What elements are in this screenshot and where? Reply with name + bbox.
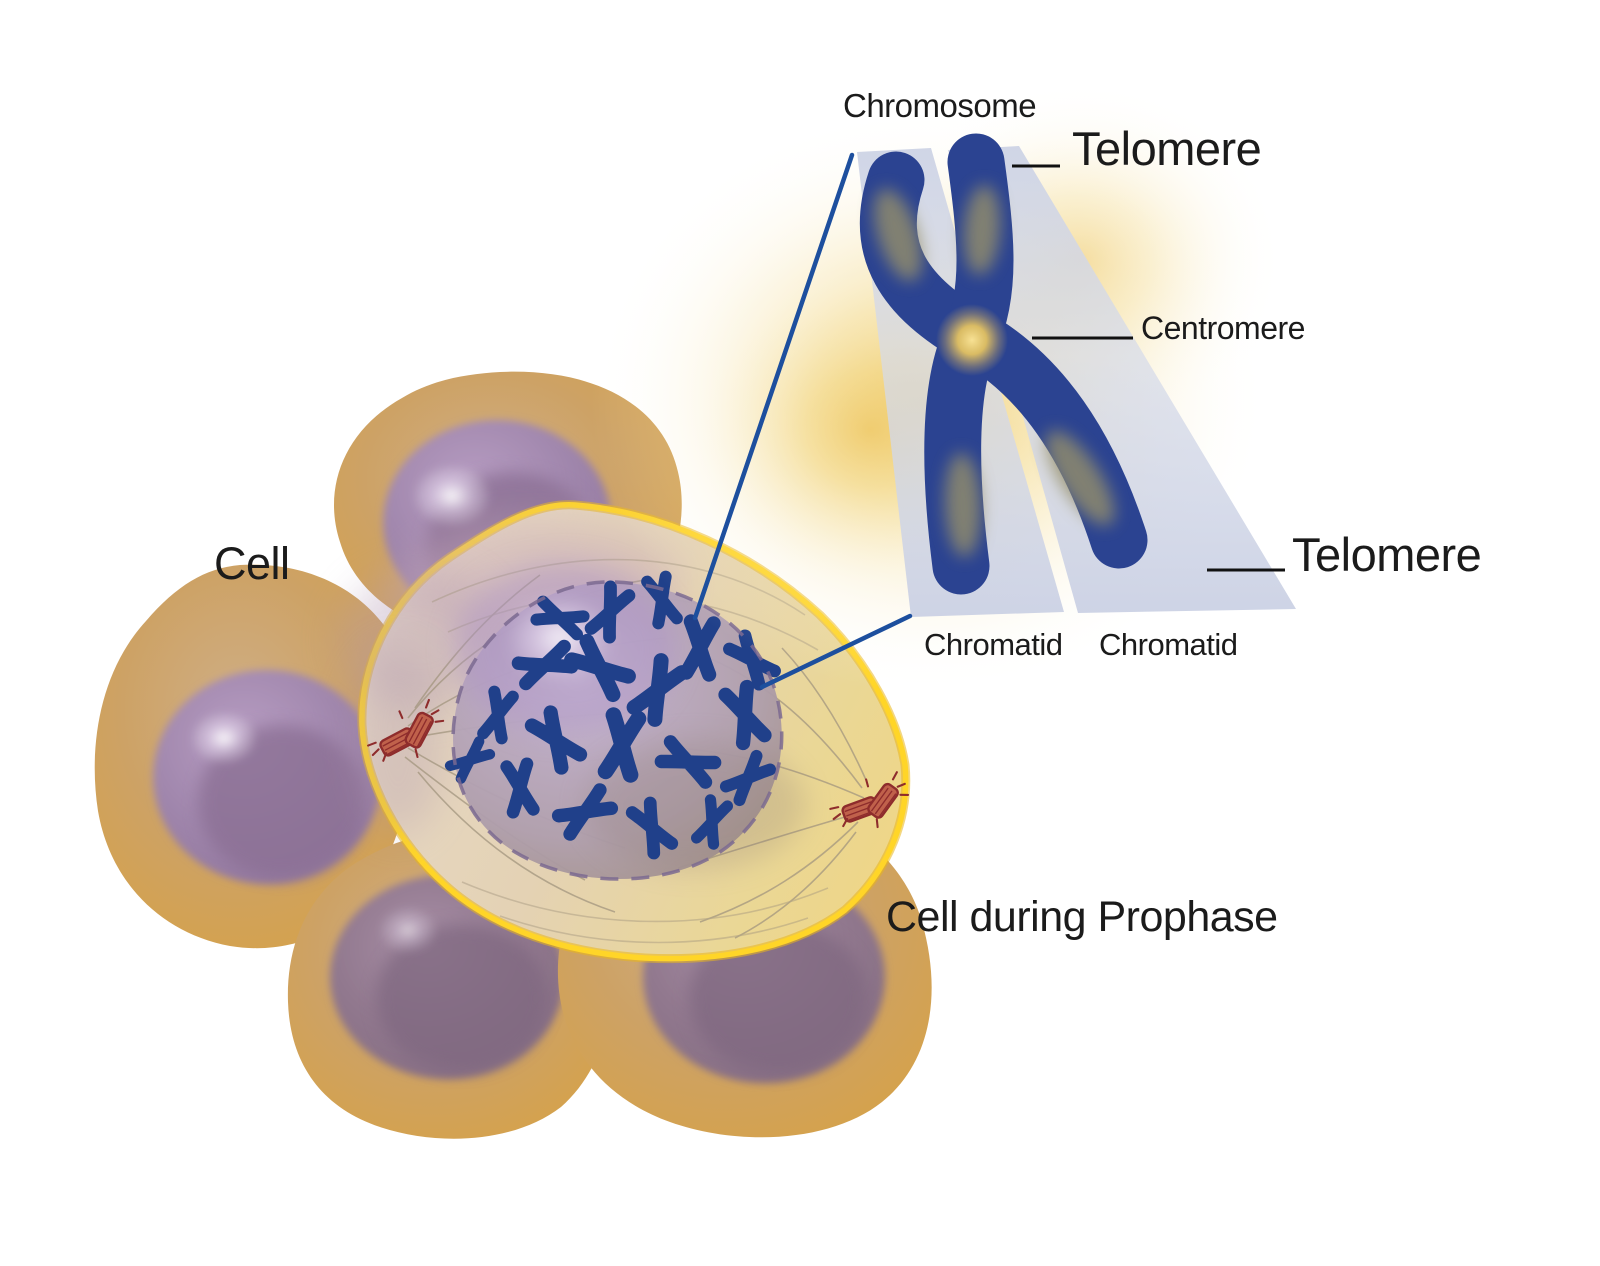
chromatid-label-left: Chromatid (924, 627, 1063, 662)
cell-during-prophase-label: Cell during Prophase (886, 893, 1278, 941)
cell-label: Cell (214, 538, 290, 589)
prophase-cell (340, 500, 913, 964)
zoom-callout-lines (692, 152, 913, 690)
telomere-label-bottom: Telomere (1292, 528, 1482, 581)
telomere-label-top: Telomere (1072, 122, 1262, 175)
nuclear-envelope-dashed (451, 580, 784, 881)
centromere-label: Centromere (1141, 310, 1305, 346)
chromatid-label-right: Chromatid (1099, 627, 1238, 662)
chromosome-label: Chromosome (843, 87, 1037, 124)
background-cells (94, 371, 932, 1139)
centromere-spot (936, 304, 1008, 376)
label-pointer-lines (1012, 164, 1285, 572)
chromosome-zoom-illustration (590, 80, 1296, 695)
cell-bottom-left (287, 834, 613, 1139)
chromatid-band-right (948, 146, 1296, 613)
cell-left (94, 564, 414, 949)
